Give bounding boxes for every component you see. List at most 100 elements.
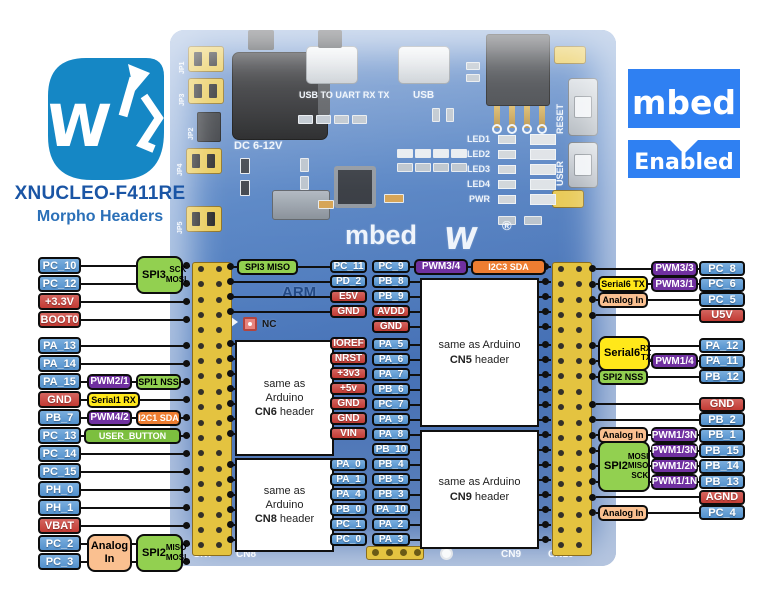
jumper-slot [192, 154, 200, 168]
smd-component [316, 115, 331, 124]
header-hole [198, 358, 204, 365]
header-hole [216, 373, 222, 380]
pin-pc-4: PC_4 [699, 505, 745, 520]
header-hole [198, 373, 204, 380]
overlay-connector-name: CN9 [449, 490, 472, 503]
usb-connector [398, 46, 450, 84]
smd-component [318, 200, 334, 209]
header-hole [576, 450, 582, 457]
overlay-connector-line: CN9 header [450, 490, 509, 504]
pin-pc-8: PC_8 [699, 261, 745, 276]
wire-line [79, 560, 190, 563]
smd-component [433, 163, 449, 172]
smd-component [300, 176, 309, 190]
wire-dot [227, 340, 234, 347]
badge-main-label: Serial6 [604, 347, 641, 360]
wire-dot [227, 476, 234, 483]
header-hole [198, 312, 204, 319]
header-hole [198, 465, 204, 472]
pin-pb-1: PB_1 [699, 427, 745, 443]
header-hole [576, 388, 582, 395]
wire-line [79, 300, 190, 303]
header-hole [216, 266, 222, 272]
silk-user: USER [555, 160, 565, 186]
jumper-small [554, 46, 586, 64]
badge-pwm3-1: PWM3/1 [651, 276, 698, 292]
header-hole [198, 526, 204, 533]
header-hole [216, 419, 222, 426]
pin-pb-0: PB_0 [330, 503, 367, 516]
header-hole [558, 526, 564, 533]
wire-dot [183, 558, 190, 565]
header-hole [198, 434, 204, 441]
smd-component [240, 158, 250, 174]
header-hole [558, 281, 564, 288]
badge-sub-label: SCK [169, 265, 187, 275]
jumper-slot [192, 212, 200, 226]
wire-dot [183, 486, 190, 493]
wire-dot [183, 522, 190, 529]
pin-pc-5: PC_5 [699, 292, 745, 307]
header-hole [558, 450, 564, 457]
pin-pa-9: PA_9 [372, 413, 410, 426]
header-hole [198, 266, 204, 272]
wire-dot [542, 356, 549, 363]
badge-pwm4-2: PWM4/2 [87, 409, 132, 426]
header-hole [576, 312, 582, 319]
wire-dot [542, 371, 549, 378]
pin-gnd: GND [330, 397, 367, 410]
pin-pb-10: PB_10 [372, 443, 410, 456]
smd-component [397, 163, 413, 172]
smd-component [466, 62, 480, 70]
page-subtitle: Morpho Headers [36, 208, 164, 225]
pin-pb-3: PB_3 [372, 488, 410, 501]
wire-line [596, 375, 700, 378]
header-hole [558, 419, 564, 426]
header-hole [576, 358, 582, 365]
mbed-badge-enabled: Enabled [634, 150, 734, 175]
badge-main-label: SPI2 [142, 546, 166, 559]
header-hole [216, 511, 222, 518]
wire-dot [227, 415, 234, 422]
wire-dot [589, 509, 596, 516]
header-hole [216, 312, 222, 319]
pin-ph-1: PH_1 [38, 499, 81, 516]
pin-pa-6: PA_6 [372, 353, 410, 366]
led-smd [498, 135, 516, 144]
header-hole [558, 342, 564, 349]
pin-pc-7: PC_7 [372, 398, 410, 411]
wire-dot [542, 293, 549, 300]
pin-pa-8: PA_8 [372, 428, 410, 441]
badge-serial6-tx: Serial6 TX [598, 276, 648, 292]
aux-hole [400, 549, 407, 556]
pin-pa-4: PA_4 [330, 488, 367, 501]
wire-dot [542, 506, 549, 513]
wire-dot [542, 308, 549, 315]
pin-vin: VIN [330, 427, 367, 440]
smd-component [415, 163, 431, 172]
wire-dot [589, 416, 596, 423]
jumper-jp2 [197, 112, 221, 142]
overlay-connector-tail: header [471, 353, 510, 366]
header-hole [198, 404, 204, 411]
header-hole [558, 404, 564, 411]
page-title: XNUCLEO-F411RE [14, 183, 186, 204]
pin-pc-10: PC_10 [38, 257, 81, 274]
pin-gnd: GND [330, 412, 367, 425]
badge-line: Analog [90, 540, 129, 553]
wire-dot [227, 536, 234, 543]
wire-dot [183, 468, 190, 475]
pin-pc-13: PC_13 [38, 427, 81, 444]
smd-component [384, 194, 404, 203]
pin-ioref: IOREF [330, 337, 367, 350]
wire-line [79, 380, 190, 383]
header-hole [576, 526, 582, 533]
wire-dot [183, 414, 190, 421]
usb-uart-connector [306, 46, 358, 84]
smd-component [524, 216, 542, 225]
pin-pa-5: PA_5 [372, 338, 410, 351]
waveshare-logo-w: W [44, 92, 113, 160]
